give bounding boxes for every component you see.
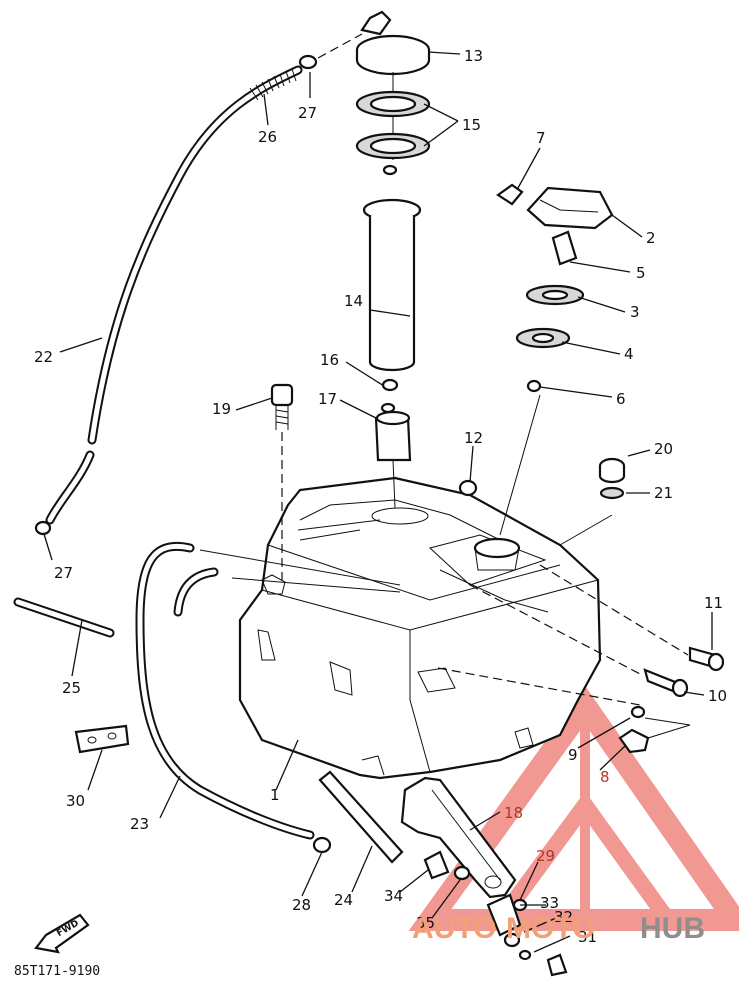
watermark-moto: MOTO: [506, 912, 595, 945]
part-label-13: 13: [464, 47, 483, 65]
grommet-20-21: [458, 457, 626, 500]
part-labels: 1 2 3 4 5 6 7 8 9 10 11 12 13 14 15 16 1…: [34, 47, 727, 946]
part-label-25: 25: [62, 679, 81, 697]
fuel-cap-assembly: [496, 183, 614, 536]
part-label-17: 17: [318, 390, 337, 408]
part-label-30: 30: [66, 792, 85, 810]
leader-lines: [43, 33, 713, 953]
watermark-text: AUTO MOTO HUB: [412, 912, 705, 945]
strip-24: [318, 770, 404, 864]
bolt-19: [270, 383, 294, 580]
part-label-32: 32: [554, 908, 573, 926]
part-label-2: 2: [646, 229, 656, 247]
part-label-27-bottom: 27: [54, 564, 73, 582]
part-label-20: 20: [654, 440, 673, 458]
part-label-9: 9: [568, 746, 578, 764]
watermark-logo: [408, 685, 739, 931]
part-label-6: 6: [616, 390, 626, 408]
part-label-21: 21: [654, 484, 673, 502]
part-label-27-top: 27: [298, 104, 317, 122]
part-label-19: 19: [212, 400, 231, 418]
part-label-35: 35: [416, 914, 435, 932]
part-label-1: 1: [270, 786, 280, 804]
watermark-hub: HUB: [640, 912, 705, 945]
part-label-29: 29: [536, 847, 555, 865]
hoses: [13, 54, 401, 854]
part-label-5: 5: [636, 264, 646, 282]
fuel-gauge-assembly: [355, 10, 431, 509]
part-label-3: 3: [630, 303, 640, 321]
part-label-22: 22: [34, 348, 53, 366]
part-label-28: 28: [292, 896, 311, 914]
part-label-31: 31: [578, 928, 597, 946]
part-label-33: 33: [540, 894, 559, 912]
part-label-10: 10: [708, 687, 727, 705]
part-label-7: 7: [536, 129, 546, 147]
fwd-arrow-icon: FWD: [34, 913, 90, 954]
part-label-34: 34: [384, 887, 403, 905]
bracket-8-9: [618, 705, 691, 754]
part-label-18: 18: [504, 804, 523, 822]
part-label-8: 8: [600, 768, 610, 786]
drawing-code: 85T171-9190: [14, 964, 100, 979]
part-label-12: 12: [464, 429, 483, 447]
bracket-30: [74, 724, 130, 754]
watermark-auto: AUTO: [412, 912, 496, 945]
part-label-23: 23: [130, 815, 149, 833]
bolts-10-11: [437, 514, 725, 706]
part-label-26: 26: [258, 128, 277, 146]
bracket-18: [400, 776, 568, 977]
part-label-16: 16: [320, 351, 339, 369]
part-label-14: 14: [344, 292, 363, 310]
part-label-11: 11: [704, 594, 723, 612]
fuel-tank: [238, 476, 602, 780]
part-label-15: 15: [462, 116, 481, 134]
part-label-24: 24: [334, 891, 353, 909]
part-label-4: 4: [624, 345, 634, 363]
